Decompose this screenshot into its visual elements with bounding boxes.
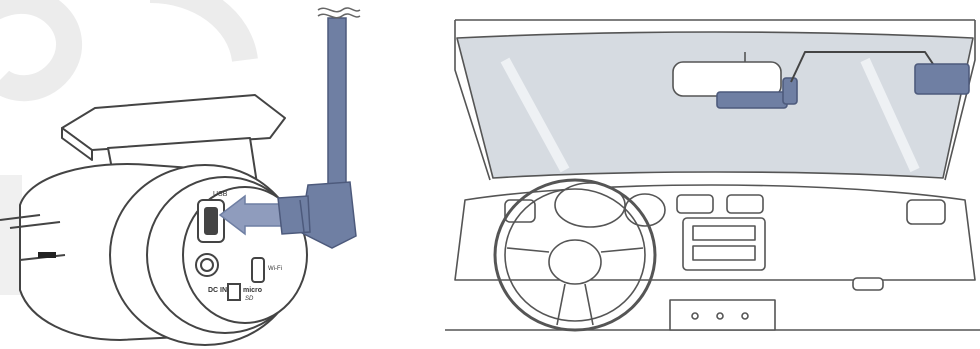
dashcam-cable	[790, 51, 934, 83]
ports	[195, 199, 265, 301]
dashcam-secondary-unit	[914, 63, 970, 95]
car-interior-drawing	[445, 19, 980, 332]
usb-cable	[277, 7, 361, 249]
glovebox-handle	[852, 277, 884, 291]
usb-port-label: USB	[213, 191, 228, 198]
right-vent	[906, 199, 946, 225]
watermark	[0, 0, 258, 102]
microsd-brand-label: micro	[243, 287, 262, 294]
dc-in-port-label: DC IN	[208, 287, 227, 294]
watermark-block	[0, 175, 22, 295]
microsd-sub-label: SD	[245, 296, 254, 302]
rearview-mirror	[672, 61, 782, 97]
microsd-card-icon	[227, 283, 241, 301]
car-interior-mounting-illustration	[445, 0, 980, 349]
camera-usb-connection-illustration: USB DC IN Wi-Fi micro SD	[0, 0, 420, 349]
dashcam-front-unit	[716, 91, 788, 109]
left-pillar	[454, 20, 491, 181]
steering-wheel	[493, 178, 657, 332]
tachometer	[624, 193, 666, 227]
camera-drawing: USB DC IN Wi-Fi micro SD	[0, 0, 361, 346]
windshield	[456, 31, 974, 179]
speedometer	[554, 182, 626, 228]
wifi-button-label: Wi-Fi	[268, 266, 282, 272]
right-pillar	[944, 20, 976, 181]
